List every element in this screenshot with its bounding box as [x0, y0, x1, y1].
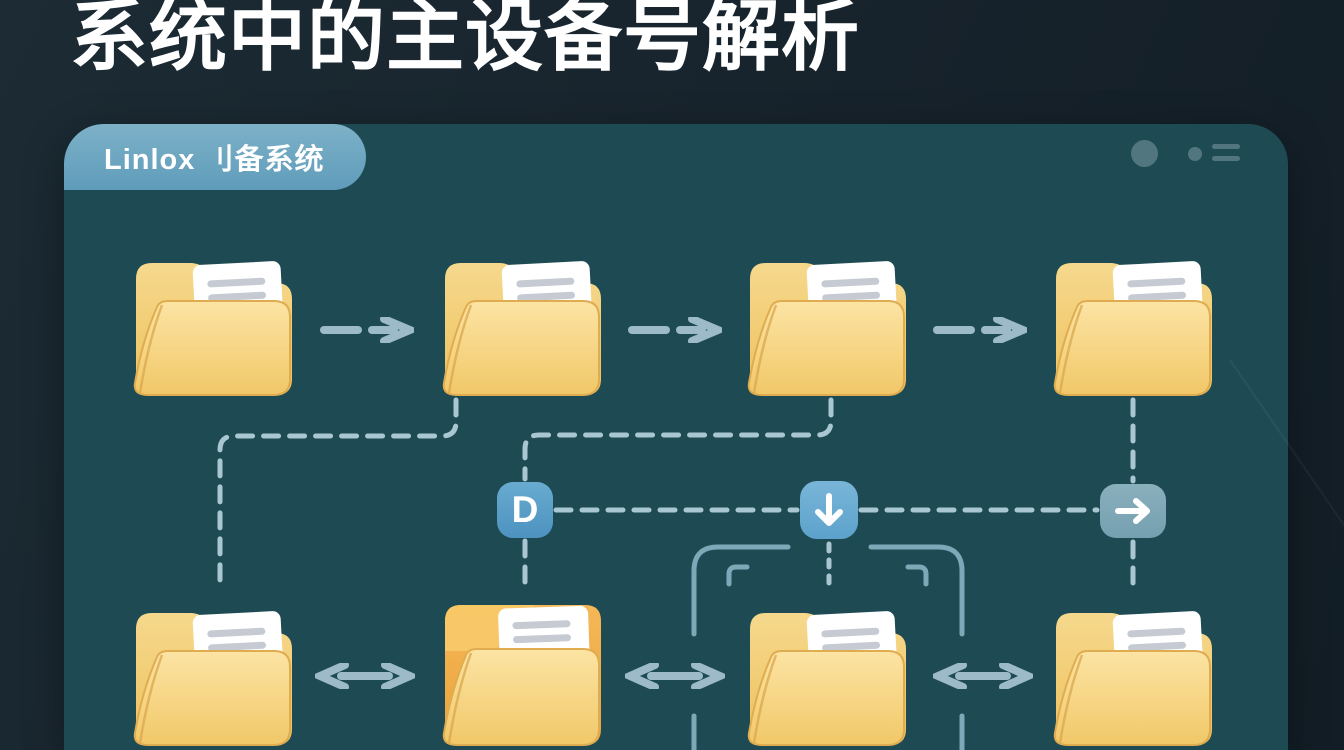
d-badge: D	[497, 482, 553, 538]
folder-icon-top-1	[133, 259, 294, 397]
right-arrow-icon-2	[628, 317, 722, 343]
window-control-circle-large[interactable]	[1131, 140, 1158, 167]
arrow-right-badge	[1100, 484, 1166, 538]
double-arrow-icon-3	[933, 663, 1033, 689]
d-badge-label: D	[511, 489, 539, 530]
window-tab-label: Linlox 刂备系统	[104, 144, 325, 176]
page-title: 系统中的主设备号解析	[70, 0, 861, 80]
folder-icon-bottom-3-framed	[747, 609, 908, 747]
right-arrow-icon-3	[933, 317, 1027, 343]
arrow-down-icon	[815, 493, 843, 526]
double-arrow-icon-1	[315, 663, 415, 689]
folder-icon-top-2	[442, 259, 603, 397]
folder-icon-top-3	[747, 259, 908, 397]
folder-icon-bottom-4	[1053, 609, 1214, 747]
right-arrow-icon-1	[320, 317, 414, 343]
double-arrow-icon-2	[625, 663, 725, 689]
window-tab[interactable]: Linlox 刂备系统	[64, 124, 366, 190]
arrow-down-badge	[800, 481, 858, 539]
arrow-right-icon	[1115, 498, 1150, 524]
folder-icon-bottom-2-highlighted	[442, 603, 603, 747]
window-control-circle-small[interactable]	[1188, 147, 1202, 161]
window-menu-icon[interactable]	[1212, 144, 1240, 164]
folder-icon-bottom-1	[133, 609, 294, 747]
folder-icon-top-4	[1053, 259, 1214, 397]
